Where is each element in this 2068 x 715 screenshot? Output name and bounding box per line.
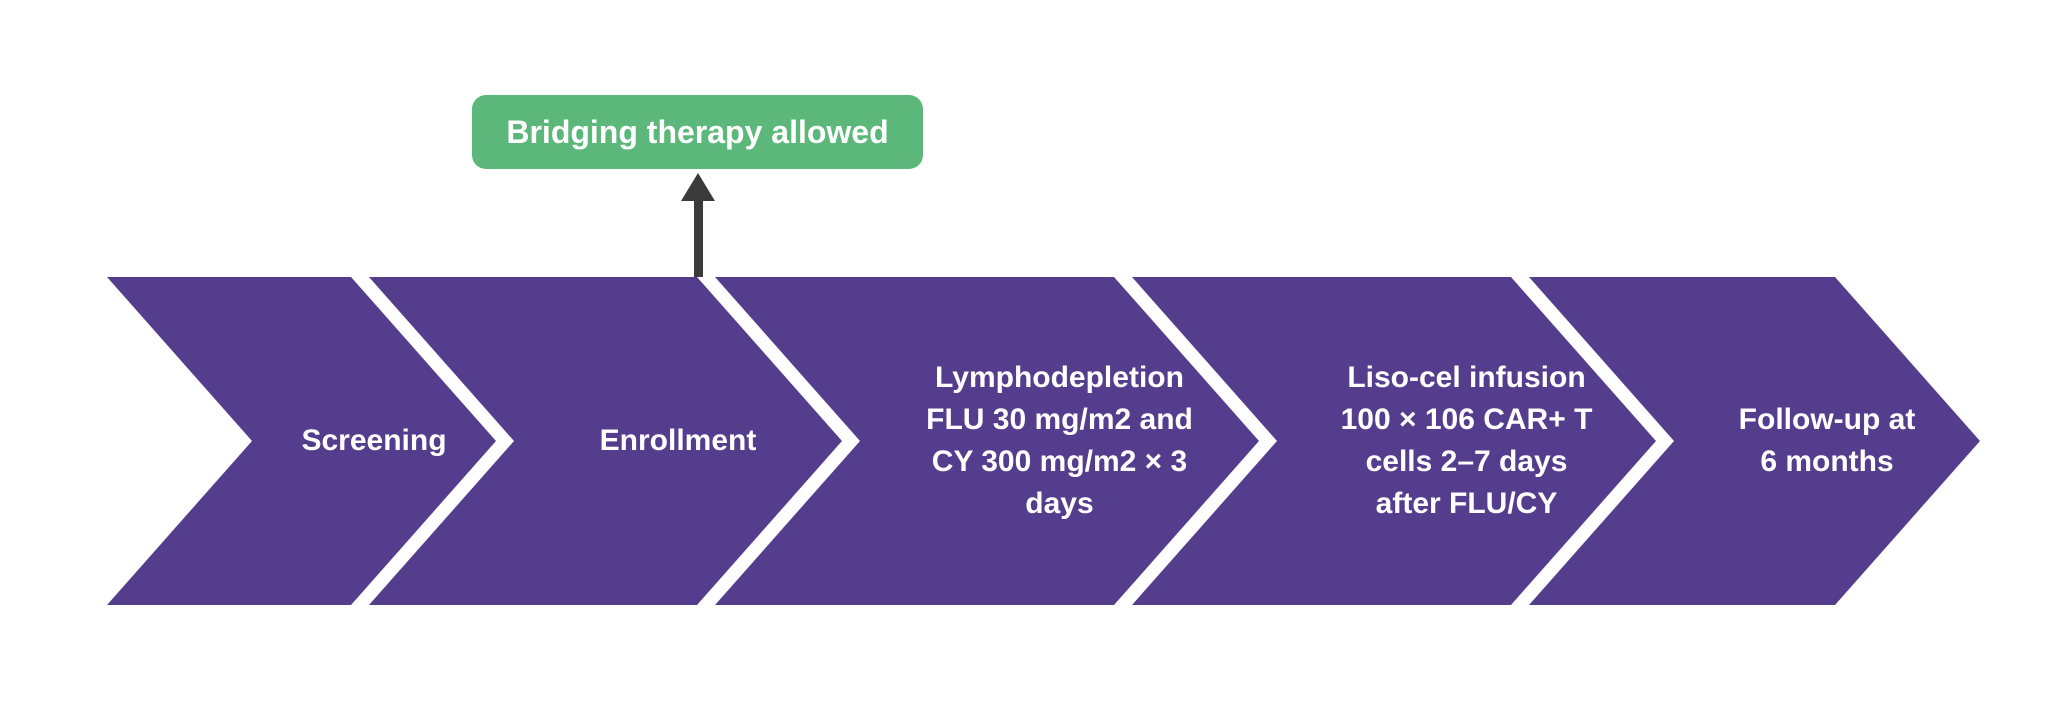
stage-label-screening: Screening [301, 424, 447, 457]
stage-label-liso-cel-infusion: Liso-cel infusion 100 × 106 CAR+ T cells… [1340, 361, 1593, 520]
stage-label-follow-up: Follow-up at 6 months [1738, 403, 1916, 478]
bridging-therapy-label: Bridging therapy allowed [506, 113, 889, 150]
up-arrow-shaft [694, 198, 703, 277]
stage-label-lymphodepletion: Lymphodepletion FLU 30 mg/m2 and CY 300 … [926, 361, 1193, 520]
up-arrow-head-icon [681, 173, 715, 201]
bridging-therapy-callout: Bridging therapy allowed [472, 95, 923, 169]
stage-label-enrollment: Enrollment [599, 424, 757, 457]
